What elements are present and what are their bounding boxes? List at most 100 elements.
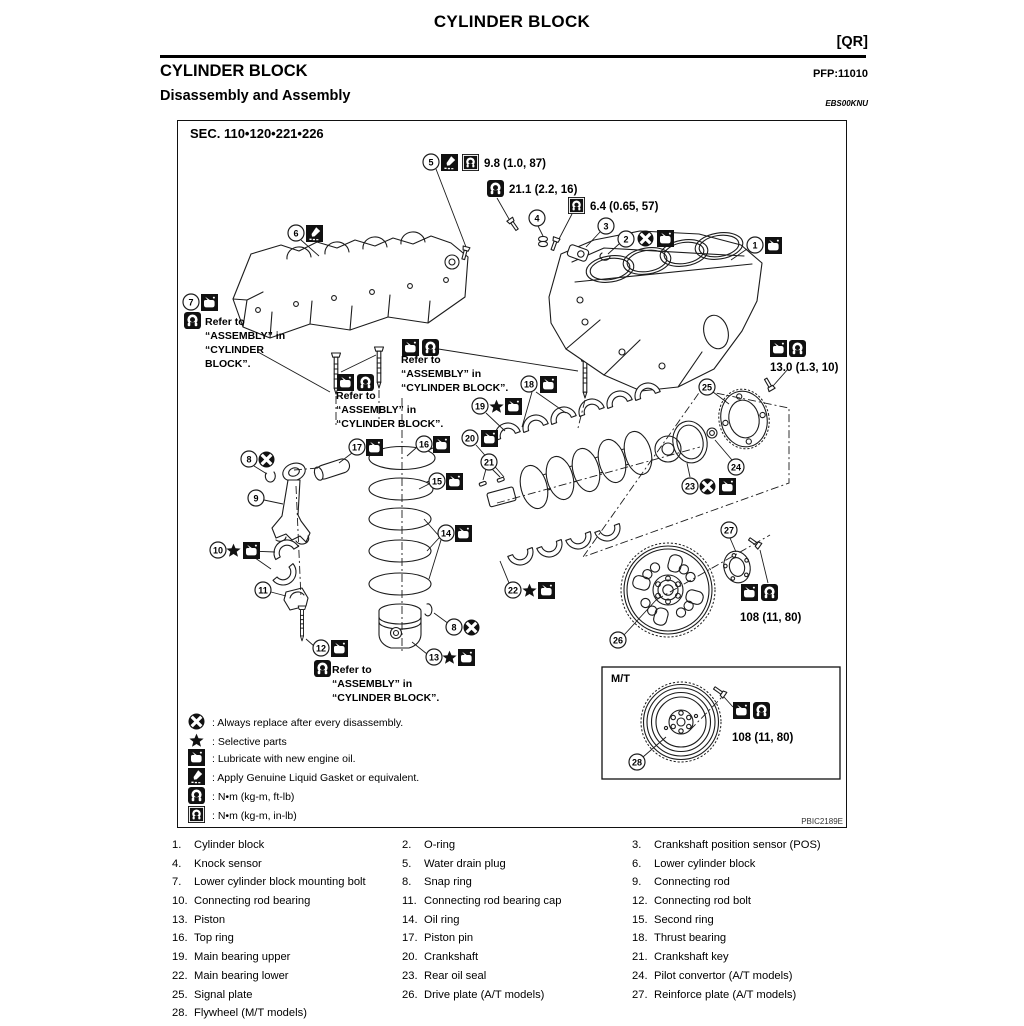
torque-108-at: 108 (11, 80): [740, 584, 802, 624]
rear-oil-seal-drawing: [672, 420, 708, 464]
oil-icon: [458, 649, 475, 666]
callout-26: 26: [609, 631, 627, 649]
svg-text:11: 11: [258, 585, 268, 595]
part-number: 23.: [402, 969, 418, 982]
svg-text:6: 6: [293, 228, 298, 238]
svg-text:22: 22: [508, 585, 518, 595]
washer-drawing: [537, 235, 549, 248]
torque-211: 21.1 (2.2, 16): [487, 180, 578, 197]
callout-15: 15: [428, 472, 446, 490]
note-d: Refer to “ASSEMBLY” in “CYLINDER BLOCK”.: [314, 660, 439, 704]
part-label: Lower cylinder block mounting bolt: [194, 876, 366, 889]
callout-22: 22: [504, 581, 522, 599]
part-number: 6.: [632, 857, 642, 870]
part-item: 3.Crankshaft position sensor (POS): [632, 839, 860, 858]
part-item: 18.Thrust bearing: [632, 932, 860, 951]
part-number: 15.: [632, 913, 648, 926]
part-number: 27.: [632, 988, 648, 1001]
legend-text-replace: : Always replace after every disassembly…: [212, 717, 403, 729]
part-item: 21.Crankshaft key: [632, 951, 860, 970]
part-item: 12.Connecting rod bolt: [632, 895, 860, 914]
svg-text:“ASSEMBLY” in: “ASSEMBLY” in: [401, 368, 481, 380]
legend-text-inlb: : N•m (kg-m, in-lb): [212, 810, 297, 822]
part-number: 3.: [632, 839, 642, 851]
part-label: Flywheel (M/T models): [194, 1007, 307, 1020]
part-item: 9.Connecting rod: [632, 876, 860, 895]
oil-icon: [540, 376, 557, 393]
part-item: 4.Knock sensor: [172, 858, 402, 877]
svg-text:“ASSEMBLY” in: “ASSEMBLY” in: [336, 404, 416, 416]
part-number: 5.: [402, 857, 412, 870]
svg-text:“CYLINDER BLOCK”.: “CYLINDER BLOCK”.: [332, 692, 439, 704]
part-label: Connecting rod bearing cap: [424, 895, 562, 908]
figure-border: [177, 120, 847, 828]
cylinder-block-drawing: [548, 230, 763, 392]
part-number: 17.: [402, 932, 418, 945]
part-item: 1.Cylinder block: [172, 839, 402, 858]
part-label: Thrust bearing: [654, 932, 727, 945]
part-item: 26.Drive plate (A/T models): [402, 989, 632, 1008]
snap-ring-drawing: [264, 471, 276, 483]
svg-text:20: 20: [465, 433, 475, 443]
oil-icon: [455, 525, 472, 542]
svg-text:16: 16: [419, 439, 429, 449]
svg-text:4: 4: [534, 213, 539, 223]
crankshaft-drawing: [486, 430, 682, 510]
oil-icon: [188, 749, 205, 766]
part-number: 8.: [402, 876, 412, 889]
part-label: O-ring: [424, 839, 456, 851]
callout-13: 13: [425, 648, 443, 666]
svg-text:17: 17: [352, 442, 362, 452]
legend-text-selective: : Selective parts: [212, 736, 287, 748]
part-number: 24.: [632, 969, 648, 982]
section-title: CYLINDER BLOCK: [160, 62, 308, 80]
callout-7: 7: [182, 293, 200, 311]
part-label: Oil ring: [424, 913, 460, 926]
star-icon: [189, 733, 204, 747]
part-number: 11.: [402, 895, 417, 908]
figure-code: PBIC2189E: [801, 817, 843, 826]
part-item: 22.Main bearing lower: [172, 970, 402, 989]
part-item: 7.Lower cylinder block mounting bolt: [172, 876, 402, 895]
svg-text:12: 12: [316, 643, 326, 653]
callout-8b: 8: [445, 618, 463, 636]
leader-lines: [247, 168, 789, 758]
part-number: 9.: [632, 876, 642, 889]
svg-text:BLOCK”.: BLOCK”.: [205, 358, 251, 370]
callout-2: 2: [617, 230, 635, 248]
wrench-ftlb-icon: [753, 702, 770, 719]
oil-icon: [741, 584, 758, 601]
pfp-code: PFP:11010: [812, 68, 868, 80]
svg-text:108 (11, 80): 108 (11, 80): [732, 732, 794, 744]
svg-text:26: 26: [613, 635, 623, 645]
part-number: 4.: [172, 857, 182, 870]
part-item: 27.Reinforce plate (A/T models): [632, 989, 860, 1008]
svg-text:7: 7: [188, 297, 193, 307]
piston-drawing: [378, 603, 422, 649]
svg-text:19: 19: [475, 401, 485, 411]
callout-16: 16: [415, 435, 433, 453]
gasket-icon: [188, 768, 205, 785]
callout-9: 9: [247, 489, 265, 507]
part-number: 1.: [172, 839, 182, 851]
part-number: 19.: [172, 951, 188, 964]
part-label: Pilot convertor (A/T models): [654, 969, 793, 982]
oil-icon: [765, 237, 782, 254]
part-label: Top ring: [194, 932, 234, 945]
main-bearings-lower-drawing: [507, 523, 625, 570]
oil-icon: [337, 374, 354, 391]
svg-text:“ASSEMBLY” in: “ASSEMBLY” in: [332, 678, 412, 690]
part-label: Lower cylinder block: [654, 857, 756, 870]
svg-text:1: 1: [752, 240, 757, 250]
star-icon: [489, 399, 504, 413]
rod-bearing-drawing: [268, 534, 302, 591]
replace-icon: [697, 476, 718, 497]
part-item: 8.Snap ring: [402, 876, 632, 895]
part-item: 28.Flywheel (M/T models): [172, 1007, 402, 1026]
part-item: 24. Pilot convertor (A/T models): [632, 970, 860, 989]
part-item: 13.Piston: [172, 914, 402, 933]
wrench-ftlb-icon: [357, 374, 374, 391]
part-label: Drive plate (A/T models): [424, 988, 545, 1001]
connecting-rod-drawing: [271, 462, 311, 545]
wrench-ftlb-icon: [184, 312, 201, 329]
